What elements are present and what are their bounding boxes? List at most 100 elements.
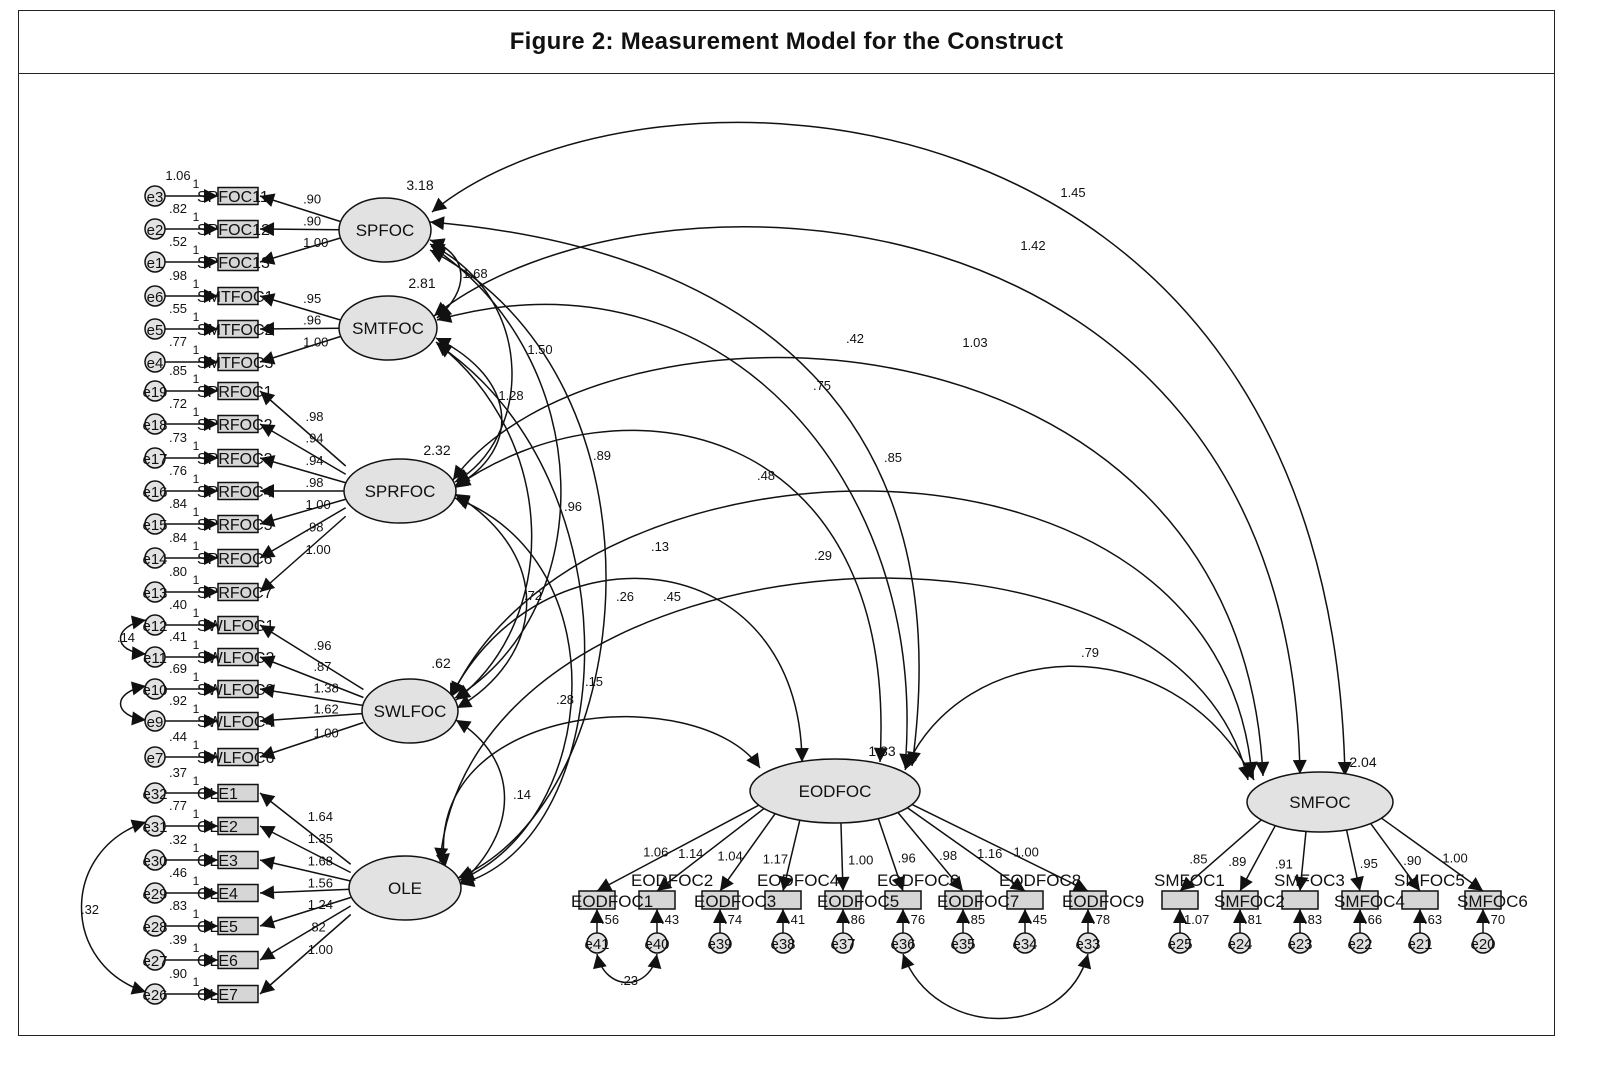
loading-value: .98 (305, 519, 323, 534)
loading-path (259, 885, 351, 900)
latent-label: SMTFOC (352, 319, 424, 338)
loading-value: .87 (313, 659, 331, 674)
indicator-box (217, 816, 259, 836)
error-term (144, 185, 166, 207)
covariance-value: 1.50 (527, 342, 552, 357)
fixed-weight: 1 (193, 372, 200, 386)
error-label: e7 (147, 750, 164, 767)
loading-path (259, 624, 364, 691)
loading-path (259, 712, 364, 727)
indicator-label: EODFOC1 (571, 892, 653, 911)
indicator-label: SPFOC12 (197, 222, 270, 239)
latent-spfoc (338, 197, 432, 263)
error-term (709, 932, 731, 954)
error-variance: .92 (169, 693, 187, 708)
loading-path (259, 237, 341, 265)
loading-path (259, 905, 352, 961)
latent-label: SWLFOC (374, 702, 447, 721)
error-label: e11 (143, 650, 167, 667)
indicator-label: EODFOC6 (877, 871, 959, 890)
loading-value: 1.04 (717, 848, 742, 863)
indicator-box (217, 711, 259, 731)
indicator-box (217, 679, 259, 699)
indicator-label: SPFOC11 (197, 189, 269, 206)
loading-path (259, 193, 341, 223)
error-term (1472, 932, 1494, 954)
latent-smfoc (1246, 771, 1394, 833)
indicator-label: SMFOC3 (1274, 871, 1345, 890)
indicator-label: SWLFOC6 (197, 750, 274, 767)
error-label: e39 (707, 936, 732, 953)
covariance-value: .13 (651, 539, 669, 554)
error-variance: .52 (169, 234, 187, 249)
indicator-box (217, 950, 259, 970)
covariance-swlfoc-smfoc (451, 490, 1258, 777)
indicator-box (1281, 890, 1319, 910)
error-variance: .46 (169, 865, 187, 880)
loading-value: 1.00 (308, 942, 333, 957)
loading-value: 1.00 (848, 853, 873, 868)
loading-path (908, 802, 1089, 892)
indicator-label: SMTFOC3 (197, 355, 274, 372)
error-variance: .69 (169, 661, 187, 676)
loading-path (656, 806, 767, 892)
error-label: e19 (142, 384, 167, 401)
indicator-box (824, 890, 862, 910)
latent-variance: 2.81 (408, 275, 435, 291)
error-variance: .55 (169, 301, 187, 316)
covariance-sprfoc-eodfoc (453, 429, 888, 763)
fixed-weight: 1 (193, 472, 200, 486)
error-term (144, 782, 166, 804)
indicator-box (217, 615, 259, 635)
indicator-label: SPFOC13 (197, 255, 270, 272)
loading-value: 1.38 (313, 680, 338, 695)
loading-path (259, 455, 346, 484)
error-label: e24 (1227, 936, 1252, 953)
latent-label: SMFOC (1289, 793, 1350, 812)
indicator-label: SWLFOC3 (197, 682, 274, 699)
error-label: e15 (142, 517, 167, 534)
error-label: e14 (142, 551, 167, 568)
error-variance: .70 (1487, 912, 1505, 927)
error-label: e18 (142, 417, 167, 434)
error-label: e41 (584, 936, 609, 953)
error-label: e30 (142, 853, 167, 870)
error-variance: .66 (1364, 912, 1382, 927)
loading-value: 1.00 (303, 335, 328, 350)
error-variance: .90 (169, 966, 187, 981)
loading-path (259, 913, 352, 995)
error-covariance-e31-e26 (80, 819, 147, 995)
indicator-box (217, 783, 259, 803)
error-label: e40 (644, 936, 669, 953)
loading-value: .89 (1228, 854, 1246, 869)
indicator-label: SPRFOC6 (197, 551, 273, 568)
indicator-box (217, 984, 259, 1004)
error-label: e10 (142, 682, 167, 699)
latent-label: OLE (388, 879, 422, 898)
loading-path (895, 810, 964, 892)
loading-value: .96 (898, 851, 916, 866)
loading-path (259, 825, 352, 874)
fixed-weight: 1 (193, 343, 200, 357)
fixed-weight: 1 (193, 874, 200, 888)
indicator-box (217, 582, 259, 602)
error-label: e3 (147, 189, 164, 206)
error-term (144, 983, 166, 1005)
indicator-label: EODFOC3 (694, 892, 776, 911)
error-term (144, 413, 166, 435)
loading-value: 1.00 (1442, 851, 1467, 866)
error-variance: .41 (169, 629, 187, 644)
loading-value: .82 (308, 920, 326, 935)
indicator-box (217, 514, 259, 534)
fixed-weight: 1 (193, 638, 200, 652)
fixed-weight: 1 (193, 310, 200, 324)
error-variance: .83 (1304, 912, 1322, 927)
error-label: e2 (147, 222, 164, 239)
covariance-smtfoc-sprfoc (435, 337, 503, 487)
indicator-label: EODFOC5 (817, 892, 899, 911)
path-layer (165, 189, 1490, 1001)
loading-value: .96 (313, 638, 331, 653)
indicator-box (217, 219, 259, 239)
loading-value: .98 (939, 848, 957, 863)
